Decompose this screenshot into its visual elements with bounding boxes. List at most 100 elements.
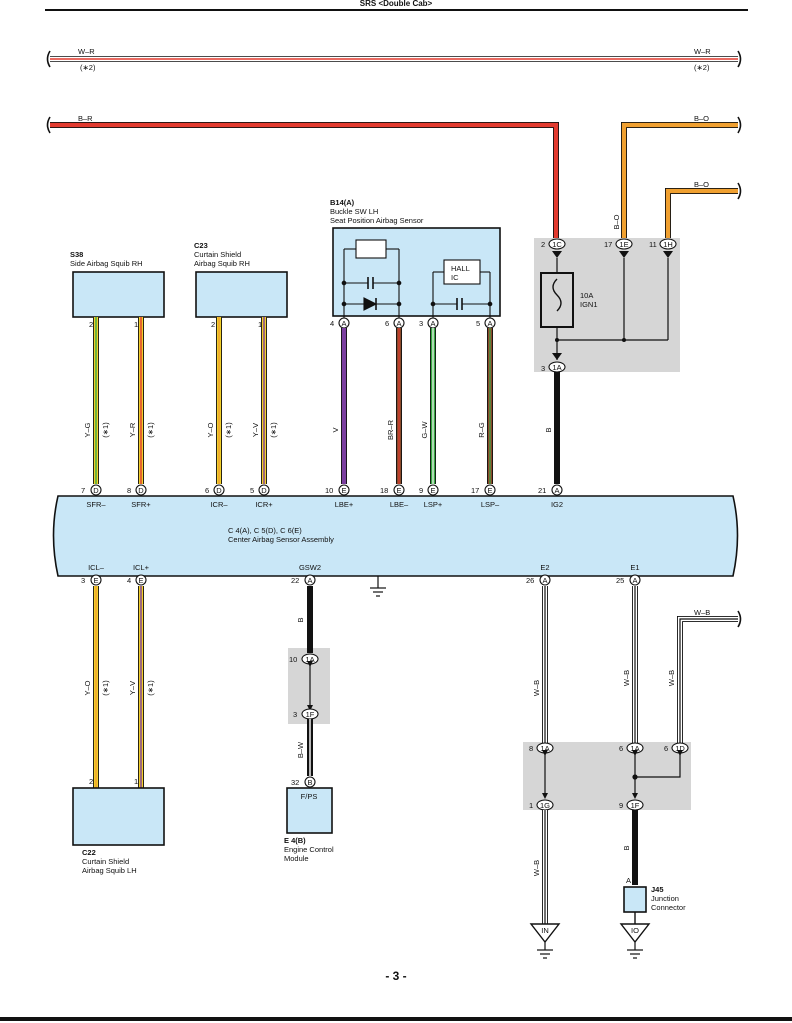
ecu-bottom-pin-icl-plus: ICL+ 4 E — [127, 563, 150, 586]
wire-label-wr-right: W–R — [694, 47, 711, 56]
fuse-name: IGN1 — [580, 300, 598, 309]
wire-bo-1 — [621, 116, 742, 238]
connector-gsw-1f: 3 1F — [293, 708, 319, 720]
svg-text:A: A — [396, 319, 401, 328]
junction-block-fuse — [534, 238, 680, 372]
svg-text:LSP+: LSP+ — [424, 500, 443, 509]
wire-wb-right — [677, 610, 742, 743]
svg-text:1A: 1A — [540, 744, 549, 753]
b14-name2: Seat Position Airbag Sensor — [330, 216, 424, 225]
component-e4-ecm — [286, 787, 333, 834]
c23-code: C23 — [194, 241, 208, 250]
fuse-ign1 — [540, 258, 669, 360]
svg-text:1: 1 — [529, 801, 533, 810]
wire-note-wr-left: (∗2) — [80, 63, 96, 72]
ecu-bottom-pin-e1: E1 25 A — [616, 563, 641, 586]
svg-text:1A: 1A — [305, 655, 314, 664]
svg-text:6: 6 — [619, 744, 623, 753]
connector-gnd-9-1f: 9 1F — [619, 799, 644, 811]
svg-text:B: B — [307, 778, 312, 787]
wire-label-yv-left: Y–V — [128, 681, 137, 695]
svg-text:ICR+: ICR+ — [255, 500, 273, 509]
b14-hall-label-1: HALL — [451, 264, 470, 273]
page-number: - 3 - — [385, 969, 406, 983]
ecu-bottom-pin-icl-minus: ICL– 3 E — [81, 563, 105, 586]
j45-name1: Junction — [651, 894, 679, 903]
wire-label-wb-in: W–B — [532, 860, 541, 876]
ecu-name-line2: Center Airbag Sensor Assembly — [228, 535, 334, 544]
wire-label-wb-right-top: W–B — [694, 608, 710, 617]
wire-label-b-io: B — [622, 845, 631, 850]
svg-text:1G: 1G — [540, 801, 550, 810]
svg-text:26: 26 — [526, 576, 534, 585]
wire-label-b-gsw: B — [296, 617, 305, 622]
svg-text:LSP–: LSP– — [481, 500, 500, 509]
wire-label-bw: B–W — [296, 741, 305, 758]
connector-gnd-6-1a: 6 1A — [619, 742, 644, 754]
c22-name2: Airbag Squib LH — [82, 866, 137, 875]
svg-text:D: D — [261, 486, 267, 495]
connector-gsw-1a: 10 1A — [289, 653, 319, 665]
svg-text:E: E — [487, 486, 492, 495]
wire-label-bo-top: B–O — [694, 114, 709, 123]
c22-pin2: 2 — [89, 777, 93, 786]
svg-text:1F: 1F — [306, 710, 315, 719]
svg-text:6: 6 — [205, 486, 209, 495]
svg-text:D: D — [216, 486, 222, 495]
wire-label-yo-left: Y–O — [83, 680, 92, 695]
svg-text:A: A — [542, 576, 547, 585]
svg-text:LBE+: LBE+ — [335, 500, 354, 509]
wire-label-wb-right: W–B — [667, 670, 676, 686]
wire-label-wr-left: W–R — [78, 47, 95, 56]
wire-note-yr: (∗1) — [146, 422, 155, 438]
svg-text:1A: 1A — [552, 363, 561, 372]
e4-inner-label: F/PS — [301, 792, 318, 801]
component-c23 — [195, 271, 288, 318]
svg-text:A: A — [554, 486, 559, 495]
wire-wr-top — [46, 50, 742, 68]
svg-text:3: 3 — [81, 576, 85, 585]
svg-text:1H: 1H — [663, 240, 673, 249]
svg-text:SFR–: SFR– — [86, 500, 106, 509]
wire-label-b-ig2: B — [544, 427, 553, 432]
wire-label-gw: G–W — [420, 421, 429, 439]
wire-label-yr: Y–R — [128, 422, 137, 437]
svg-text:ICL–: ICL– — [88, 563, 105, 572]
j45-code: J45 — [651, 885, 664, 894]
svg-text:A: A — [307, 576, 312, 585]
svg-text:5: 5 — [476, 319, 480, 328]
svg-text:17: 17 — [471, 486, 479, 495]
connector-gnd-1-1g: 1 1G — [529, 799, 554, 811]
wire-label-yv: Y–V — [251, 423, 260, 437]
ecu-top-pin-ig2: 21 A IG2 — [538, 484, 563, 509]
svg-text:21: 21 — [538, 486, 546, 495]
svg-text:3: 3 — [541, 364, 545, 373]
svg-text:IG2: IG2 — [551, 500, 563, 509]
connector-b14-4a: 4 A — [330, 317, 350, 329]
svg-text:ICR–: ICR– — [210, 500, 228, 509]
component-j45 — [623, 886, 647, 913]
ecu-top-pin-lbe-plus: 10 E LBE+ — [325, 484, 354, 509]
svg-text:8: 8 — [127, 486, 131, 495]
svg-text:3: 3 — [419, 319, 423, 328]
component-c22 — [72, 787, 165, 846]
svg-text:E1: E1 — [630, 563, 639, 572]
wire-note-yv: (∗1) — [269, 422, 278, 438]
j45-name2: Connector — [651, 903, 686, 912]
wire-label-wb-e1: W–B — [622, 670, 631, 686]
svg-text:A: A — [341, 319, 346, 328]
s38-pin1: 1 — [134, 320, 138, 329]
svg-text:LBE–: LBE– — [390, 500, 409, 509]
svg-text:8: 8 — [529, 744, 533, 753]
s38-code: S38 — [70, 250, 83, 259]
wire-note-yo: (∗1) — [224, 422, 233, 438]
c23-name1: Curtain Shield — [194, 250, 241, 259]
ground-point-io-icon — [619, 923, 651, 959]
j45-pin: A — [626, 876, 631, 885]
s38-name: Side Airbag Squib RH — [70, 259, 143, 268]
svg-text:SFR+: SFR+ — [131, 500, 151, 509]
svg-text:6: 6 — [385, 319, 389, 328]
svg-text:10: 10 — [325, 486, 333, 495]
c22-name1: Curtain Shield — [82, 857, 129, 866]
